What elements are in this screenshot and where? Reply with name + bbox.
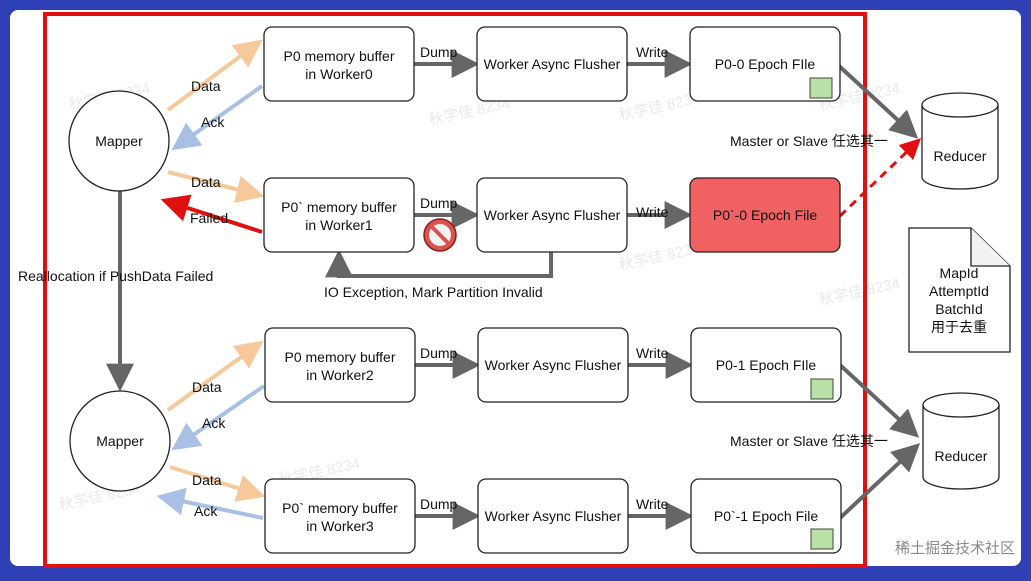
data-arrow-3 bbox=[169, 465, 266, 502]
dump-label: Dump bbox=[420, 195, 458, 211]
dedup-note: MapId AttemptId BatchId 用于去重 bbox=[908, 227, 1011, 353]
data-label: Data bbox=[191, 174, 221, 190]
dump-label: Dump bbox=[420, 345, 458, 361]
flusher-node-3: Worker Async Flusher bbox=[477, 478, 629, 554]
flusher-label: Worker Async Flusher bbox=[484, 207, 621, 223]
forbidden-icon bbox=[423, 218, 457, 252]
epoch-file-node-3: P0`-1 Epoch File bbox=[690, 478, 842, 554]
buffer-label-line2: in Worker1 bbox=[305, 217, 373, 233]
ack-label: Ack bbox=[202, 415, 226, 431]
flusher-label: Worker Async Flusher bbox=[485, 508, 622, 524]
mapper-node-0: Mapper bbox=[68, 90, 170, 192]
write-label: Write bbox=[636, 44, 669, 60]
failed-arrow bbox=[160, 194, 263, 234]
ack-arrow-0 bbox=[171, 84, 264, 151]
dump-label: Dump bbox=[420, 44, 458, 60]
write-label: Write bbox=[636, 345, 669, 361]
file-status-square bbox=[810, 528, 834, 550]
file-to-reducer-arrow-0 bbox=[836, 63, 919, 139]
io-exception-label: IO Exception, Mark Partition Invalid bbox=[324, 284, 543, 300]
buffer-node-0: P0 memory buffer in Worker0 bbox=[263, 26, 415, 102]
failed-file-to-reducer-arrow bbox=[838, 138, 922, 218]
reducer-node-1: Reducer bbox=[922, 392, 1000, 490]
ack-arrow-2 bbox=[171, 384, 266, 451]
data-arrow-1 bbox=[167, 170, 265, 204]
flusher-node-1: Worker Async Flusher bbox=[476, 177, 628, 253]
data-label: Data bbox=[191, 78, 221, 94]
mapper-label: Mapper bbox=[96, 433, 144, 449]
data-label: Data bbox=[192, 472, 222, 488]
epoch-file-node-1-failed: P0`-0 Epoch File bbox=[689, 177, 841, 253]
note-line: 用于去重 bbox=[931, 319, 987, 335]
reallocation-label: Reallocation if PushData Failed bbox=[18, 268, 213, 284]
buffer-label-line1: P0 memory buffer bbox=[283, 48, 394, 64]
buffer-label-line2: in Worker3 bbox=[306, 518, 374, 534]
epoch-file-label: P0`-0 Epoch File bbox=[713, 207, 817, 223]
file-status-square bbox=[810, 378, 834, 400]
file-status-square bbox=[809, 77, 833, 99]
reducer-label: Reducer bbox=[935, 448, 988, 464]
data-label: Data bbox=[192, 379, 222, 395]
reducer-label: Reducer bbox=[934, 148, 987, 164]
buffer-label-line1: P0 memory buffer bbox=[284, 349, 395, 365]
data-arrow-0 bbox=[166, 39, 263, 112]
watermark-text: 稀土掘金技术社区 bbox=[895, 540, 1015, 557]
epoch-file-label: P0`-1 Epoch File bbox=[714, 508, 818, 524]
epoch-file-label: P0-0 Epoch FIle bbox=[715, 56, 816, 72]
note-line: AttemptId bbox=[929, 283, 989, 299]
failed-label: Failed bbox=[190, 210, 228, 226]
buffer-label-line2: in Worker0 bbox=[305, 66, 373, 82]
buffer-node-3: P0` memory buffer in Worker3 bbox=[264, 478, 416, 554]
buffer-node-1: P0` memory buffer in Worker1 bbox=[263, 177, 415, 253]
master-slave-label: Master or Slave 任选其一 bbox=[730, 133, 888, 149]
write-label: Write bbox=[636, 496, 669, 512]
red-highlight-frame bbox=[43, 12, 867, 568]
ack-arrow-3 bbox=[156, 487, 264, 520]
epoch-file-label: P0-1 Epoch FIle bbox=[716, 357, 817, 373]
buffer-label-line1: P0` memory buffer bbox=[281, 199, 397, 215]
flusher-node-0: Worker Async Flusher bbox=[476, 26, 628, 102]
io-exception-loop-arrow bbox=[325, 249, 553, 278]
mapper-node-1: Mapper bbox=[69, 390, 171, 492]
file-to-reducer-arrow-3 bbox=[838, 443, 921, 520]
epoch-file-node-2: P0-1 Epoch FIle bbox=[690, 327, 842, 403]
buffer-label-line1: P0` memory buffer bbox=[282, 500, 398, 516]
note-line: MapId bbox=[940, 265, 979, 281]
master-slave-label: Master or Slave 任选其一 bbox=[730, 433, 888, 449]
write-label: Write bbox=[636, 204, 669, 220]
ack-label: Ack bbox=[194, 503, 218, 519]
note-line: BatchId bbox=[935, 301, 982, 317]
diagram-panel bbox=[10, 10, 1021, 566]
buffer-label-line2: in Worker2 bbox=[306, 367, 374, 383]
ack-label: Ack bbox=[201, 114, 225, 130]
buffer-node-2: P0 memory buffer in Worker2 bbox=[264, 327, 416, 403]
data-arrow-2 bbox=[166, 340, 264, 412]
flusher-label: Worker Async Flusher bbox=[485, 357, 622, 373]
file-to-reducer-arrow-2 bbox=[838, 363, 920, 438]
flusher-label: Worker Async Flusher bbox=[484, 56, 621, 72]
dump-label: Dump bbox=[420, 496, 458, 512]
reducer-node-0: Reducer bbox=[921, 92, 999, 190]
epoch-file-node-0: P0-0 Epoch FIle bbox=[689, 26, 841, 102]
mapper-label: Mapper bbox=[95, 133, 143, 149]
flusher-node-2: Worker Async Flusher bbox=[477, 327, 629, 403]
